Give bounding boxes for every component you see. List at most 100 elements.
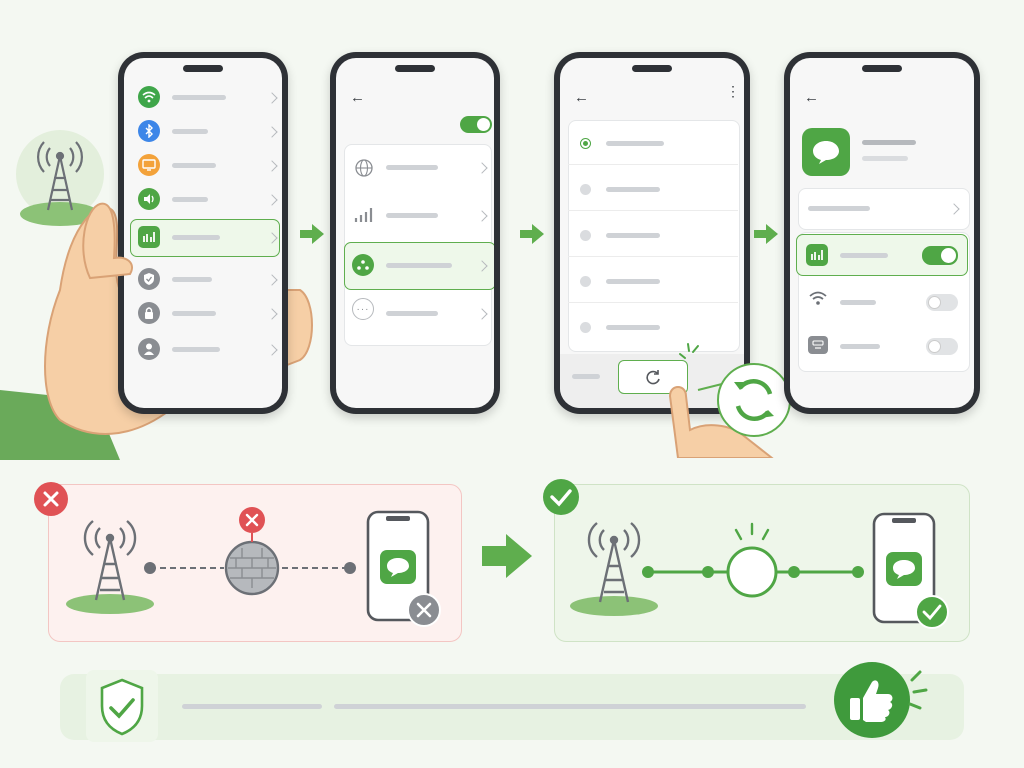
step-arrow-icon (754, 224, 778, 244)
overflow-menu-icon[interactable]: ⋮ (726, 83, 740, 99)
globe-icon[interactable] (354, 158, 374, 183)
chevron-right-icon (266, 274, 278, 286)
master-toggle[interactable] (460, 116, 492, 133)
divider (568, 164, 738, 165)
chevron-right-icon (266, 126, 278, 138)
phone-blocked-icon (366, 510, 441, 627)
row-label-placeholder (172, 311, 216, 316)
divider (568, 210, 738, 211)
other-toggle[interactable] (926, 338, 958, 355)
display-icon[interactable] (138, 154, 160, 176)
wifi-icon (808, 290, 828, 311)
row-label-placeholder (386, 165, 438, 170)
row-label-placeholder (172, 277, 212, 282)
tower-bubble (16, 130, 104, 226)
lock-icon[interactable] (138, 302, 160, 324)
wifi-toggle[interactable] (926, 294, 958, 311)
app-name-placeholder (862, 140, 916, 145)
radio-option[interactable] (580, 230, 591, 241)
thumbs-up-icon (834, 662, 928, 738)
phone-notch (632, 65, 672, 72)
operator-label-placeholder (606, 279, 660, 284)
mobile-network-icon (138, 226, 160, 248)
row-label-placeholder (172, 129, 208, 134)
error-x-icon (34, 482, 68, 516)
mobile-data-toggle[interactable] (922, 246, 958, 265)
mobile-network-icon (806, 244, 828, 266)
back-arrow-icon[interactable]: ← (804, 89, 819, 106)
step-arrow-icon (520, 224, 544, 244)
radio-dot (583, 141, 588, 146)
transition-arrow-icon (482, 534, 532, 578)
sound-icon[interactable] (138, 188, 160, 210)
cell-tower-icon (66, 520, 154, 614)
mobile-network-screen: ← ··· (336, 58, 494, 408)
more-icon[interactable]: ··· (352, 298, 374, 320)
operator-label-placeholder (606, 325, 660, 330)
chevron-right-icon (266, 194, 278, 206)
refresh-bubble (697, 363, 791, 437)
chevron-right-icon (266, 308, 278, 320)
radio-option[interactable] (580, 276, 591, 287)
row-label-placeholder (172, 347, 220, 352)
phone-notch (395, 65, 435, 72)
row-label-placeholder (808, 206, 870, 211)
shield-icon[interactable] (138, 268, 160, 290)
phone-notch (862, 65, 902, 72)
bottom-label-placeholder (572, 374, 600, 379)
operator-label-placeholder (606, 141, 664, 146)
row-label-placeholder (172, 197, 208, 202)
blocked-connection-line (144, 507, 356, 596)
chevron-right-icon (266, 92, 278, 104)
person-icon[interactable] (138, 338, 160, 360)
banner-text-placeholder (182, 704, 322, 709)
tap-sparkle-icon (679, 343, 699, 359)
shield-check-icon (100, 678, 144, 736)
row-label-placeholder (840, 253, 888, 258)
operator-label-placeholder (606, 187, 660, 192)
network-device-icon (808, 336, 828, 354)
wifi-icon[interactable] (138, 86, 160, 108)
toggle-knob (477, 118, 490, 131)
thumb-illustration (82, 202, 133, 280)
row-label-placeholder (840, 300, 876, 305)
check-icon (543, 479, 579, 515)
signal-bars-icon[interactable] (354, 206, 374, 229)
radio-option[interactable] (580, 184, 591, 195)
toggle-knob (928, 340, 941, 353)
radio-option[interactable] (580, 322, 591, 333)
sim-network-icon (352, 254, 374, 276)
row-label-placeholder (172, 163, 216, 168)
phone-network-selection: ← ⋮ (554, 52, 750, 414)
firewall-icon (224, 540, 280, 596)
message-icon (802, 128, 850, 176)
toggle-knob (928, 296, 941, 309)
chevron-right-icon (266, 160, 278, 172)
cell-tower-icon (570, 522, 658, 616)
back-arrow-icon[interactable]: ← (574, 89, 589, 106)
operator-label-placeholder (606, 233, 660, 238)
back-arrow-icon[interactable]: ← (350, 89, 365, 106)
row-label-placeholder (172, 95, 226, 100)
banner-text-placeholder (334, 704, 806, 709)
chevron-right-icon (266, 344, 278, 356)
divider (568, 302, 738, 303)
phone-settings (118, 52, 288, 414)
refresh-icon (646, 370, 660, 385)
app-subtitle-placeholder (862, 156, 908, 161)
row-label-placeholder (386, 213, 438, 218)
divider (568, 256, 738, 257)
connected-line (642, 522, 864, 598)
row-label-placeholder (386, 263, 452, 268)
network-selection-screen: ← ⋮ (560, 58, 744, 408)
step-arrow-icon (300, 224, 324, 244)
phone-mobile-network: ← ··· (330, 52, 500, 414)
phone-app-permissions: ← (784, 52, 980, 414)
row-label-placeholder (172, 235, 220, 240)
phone-connected-icon (872, 512, 949, 629)
bluetooth-icon[interactable] (138, 120, 160, 142)
finger-tap-illustration (668, 386, 774, 458)
app-permissions-screen: ← (790, 58, 974, 408)
refresh-icon (734, 379, 774, 421)
phone-notch (183, 65, 223, 72)
